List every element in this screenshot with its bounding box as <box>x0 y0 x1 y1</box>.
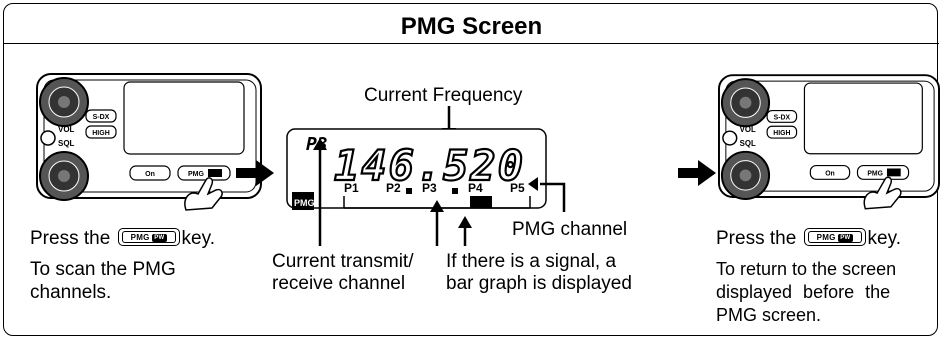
flow-arrow-right-icon <box>678 160 716 186</box>
transmit-receive-label-2: receive channel <box>272 273 406 294</box>
svg-text:S-DX: S-DX <box>774 114 791 121</box>
transmit-receive-label-1: Current transmit/ <box>272 251 414 272</box>
channel-p4: P4 <box>468 181 483 195</box>
svg-text:S-DX: S-DX <box>93 114 110 121</box>
pmg-channel-label: PMG channel <box>512 219 628 240</box>
svg-text:On: On <box>145 171 155 178</box>
channel-p3: P3 <box>422 181 437 195</box>
svg-text:HIGH: HIGH <box>92 130 110 137</box>
frequency-readout: 146.520 <box>334 141 525 190</box>
radio-front-panel-right: VOL SQL S-DX HIGH On PMG <box>718 74 940 210</box>
svg-text:VOL: VOL <box>740 125 756 134</box>
left-description-line-2: channels. <box>30 282 112 303</box>
title-divider <box>4 43 939 44</box>
svg-text:SQL: SQL <box>58 139 75 148</box>
right-description-line-1: To return to the screen <box>716 259 897 279</box>
left-description-line-1: To scan the PMG <box>30 259 176 280</box>
channel-p5: P5 <box>510 181 525 195</box>
right-description-line-2: displayed before the <box>716 282 891 302</box>
pmg-key-icon: PMG PW <box>803 227 866 246</box>
pmg-tag: PMG <box>294 198 315 208</box>
svg-text:SQL: SQL <box>740 139 756 148</box>
flow-arrow-left-icon <box>236 160 274 186</box>
pmg-key-icon: PMG PW <box>117 227 180 246</box>
svg-text:HIGH: HIGH <box>773 130 790 137</box>
svg-text:PMG: PMG <box>188 171 205 178</box>
svg-text:VOL: VOL <box>58 125 75 134</box>
right-description-line-3: PMG screen. <box>716 305 822 325</box>
current-frequency-label: Current Frequency <box>364 85 523 106</box>
svg-text:On: On <box>825 170 835 177</box>
signal-bar-label-1: If there is a signal, a <box>446 251 617 272</box>
signal-bar-label-2: bar graph is displayed <box>446 273 632 294</box>
radio-front-panel-left: VOL SQL S-DX HIGH On PMG <box>36 73 262 211</box>
lcd-display: P3 146.520 PMG <box>286 128 547 210</box>
signal-bar <box>470 196 492 208</box>
svg-text:PMG: PMG <box>867 170 883 177</box>
channel-p1: P1 <box>344 181 359 195</box>
diagram-title: PMG Screen <box>400 13 543 40</box>
channel-p2: P2 <box>386 181 401 195</box>
